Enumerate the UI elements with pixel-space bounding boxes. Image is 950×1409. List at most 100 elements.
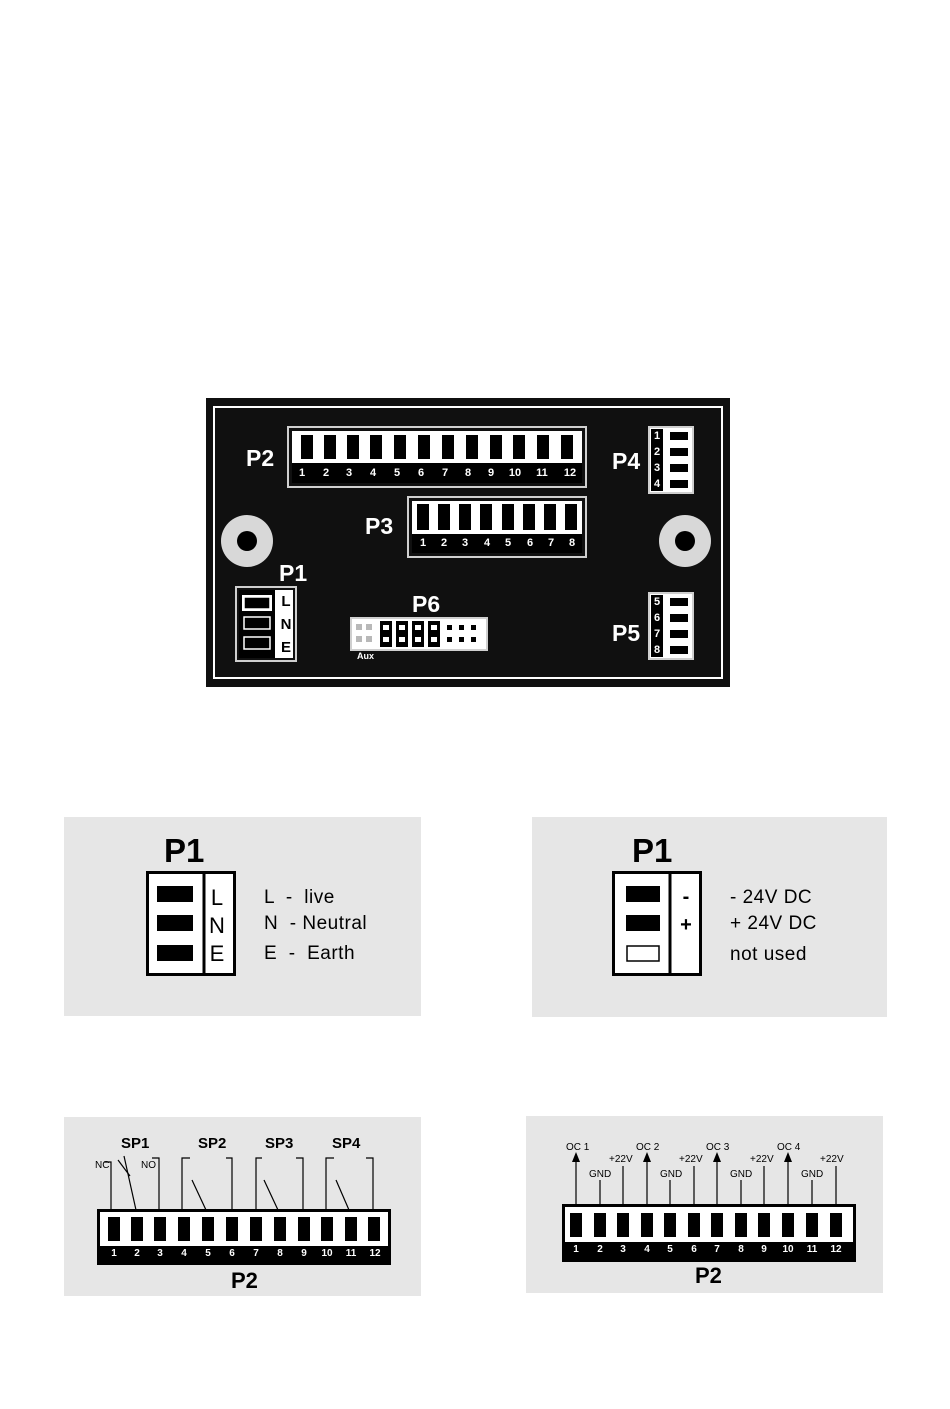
gnd-label: GND xyxy=(801,1169,824,1180)
p6-label: P6 xyxy=(412,591,441,617)
p4-connector xyxy=(648,426,694,494)
pin-number: 5 xyxy=(667,1244,673,1255)
pin-number: 2 xyxy=(653,446,661,458)
pin-number: 11 xyxy=(536,467,548,479)
pin-number: 7 xyxy=(441,467,449,479)
pin-number: 1 xyxy=(111,1248,117,1259)
pin-number: 1 xyxy=(298,467,306,479)
supply-label: +22V xyxy=(609,1154,633,1165)
relay-pin-numbers: 1 2 3 4 5 6 7 8 9 10 11 12 xyxy=(97,1248,391,1262)
dc-legend-plus: + 24V DC xyxy=(730,913,817,934)
pin-number: 9 xyxy=(487,467,495,479)
p3-connector xyxy=(407,496,587,558)
oc-label: OC 1 xyxy=(566,1142,590,1153)
ac-letter: N xyxy=(209,913,225,938)
panel-dc-wiring xyxy=(532,817,887,1017)
relay-p2-connector xyxy=(97,1209,391,1265)
oc-pin-numbers: 1 2 3 4 5 6 7 8 9 10 11 12 xyxy=(562,1244,856,1258)
pin-number: 9 xyxy=(301,1248,307,1259)
oc-p2-connector xyxy=(562,1204,856,1262)
oc-label: OC 2 xyxy=(636,1142,660,1153)
pin-number: 8 xyxy=(568,537,576,549)
pin-number: 11 xyxy=(345,1248,357,1259)
p6-header xyxy=(350,617,488,651)
pin-number: 5 xyxy=(393,467,401,479)
pin-number: 8 xyxy=(464,467,472,479)
gnd-label: GND xyxy=(730,1169,753,1180)
relay-label: SP2 xyxy=(198,1135,227,1152)
mounting-hole-right xyxy=(659,515,711,567)
pin-number: 7 xyxy=(253,1248,259,1259)
pin-number: 4 xyxy=(483,537,491,549)
p2-label: P2 xyxy=(246,445,275,471)
pin-number: 12 xyxy=(563,467,577,479)
relay-p2-title: P2 xyxy=(231,1268,258,1293)
p3-label: P3 xyxy=(365,513,394,539)
ac-letter: L xyxy=(210,885,224,910)
pin-number: 3 xyxy=(620,1244,626,1255)
pin-number: 12 xyxy=(830,1244,842,1255)
pin-number: 12 xyxy=(369,1248,381,1259)
relay-label: SP4 xyxy=(332,1135,361,1152)
relay-label: SP3 xyxy=(265,1135,294,1152)
panel-ac-title: P1 xyxy=(164,832,205,869)
panel-dc-title: P1 xyxy=(632,832,673,869)
p5-pin-numbers: 5 6 7 8 xyxy=(651,594,663,658)
pin-number: 2 xyxy=(440,537,448,549)
pin-number: 4 xyxy=(369,467,377,479)
pin-number: 3 xyxy=(461,537,469,549)
pin-number: 3 xyxy=(345,467,353,479)
panel-relay-wiring xyxy=(64,1117,421,1296)
supply-label: +22V xyxy=(750,1154,774,1165)
p1-letter: E xyxy=(280,639,291,656)
board-outline xyxy=(213,406,723,679)
supply-label: +22V xyxy=(820,1154,844,1165)
pin-number: 4 xyxy=(181,1248,187,1259)
pin-number: 7 xyxy=(714,1244,720,1255)
ac-legend-earth: E - Earth xyxy=(264,943,356,964)
gnd-label: GND xyxy=(589,1169,612,1180)
p5-label: P5 xyxy=(612,620,641,646)
p5-connector xyxy=(648,592,694,660)
pin-number: 6 xyxy=(417,467,425,479)
pin-number: 8 xyxy=(277,1248,283,1259)
ac-letter: E xyxy=(209,941,225,966)
p3-pin-numbers: 1 2 3 4 5 6 7 8 xyxy=(407,537,587,551)
pin-number: 11 xyxy=(806,1244,818,1255)
p4-label: P4 xyxy=(612,448,641,474)
p2-connector xyxy=(287,426,587,488)
ac-legend-live: L - live xyxy=(264,887,335,908)
p1-letter: N xyxy=(280,616,292,633)
pin-number: 6 xyxy=(691,1244,697,1255)
pin-number: 4 xyxy=(653,478,661,490)
pin-number: 2 xyxy=(322,467,330,479)
p1-label: P1 xyxy=(279,560,308,586)
pin-number: 2 xyxy=(597,1244,603,1255)
pin-number: 10 xyxy=(782,1244,794,1255)
panel-dc-connector xyxy=(612,871,702,976)
gnd-label: GND xyxy=(660,1169,683,1180)
pin-number: 9 xyxy=(761,1244,767,1255)
relay-contacts xyxy=(104,1155,374,1211)
p1-letter: L xyxy=(281,593,291,610)
dc-legend-unused: not used xyxy=(730,944,807,965)
p2-pin-numbers: 1 2 3 4 5 6 7 8 9 10 11 12 xyxy=(287,467,587,481)
pin-number: 4 xyxy=(644,1244,650,1255)
p1-letters: L N E xyxy=(277,590,295,659)
pin-number: 6 xyxy=(653,612,661,624)
relay-label: SP1 xyxy=(121,1135,150,1152)
pin-number: 3 xyxy=(653,462,661,474)
pin-number: 8 xyxy=(653,644,661,656)
p4-pin-numbers: 1 2 3 4 xyxy=(651,428,663,492)
pin-number: 8 xyxy=(738,1244,744,1255)
pin-number: 5 xyxy=(653,596,661,608)
panel-ac-letters: L N E xyxy=(206,884,228,968)
pin-number: 1 xyxy=(653,430,661,442)
pin-number: 5 xyxy=(205,1248,211,1259)
pin-number: 1 xyxy=(573,1244,579,1255)
dc-sign-minus: - xyxy=(682,886,690,908)
dc-sign-plus: + xyxy=(680,914,692,936)
pin-number: 1 xyxy=(419,537,427,549)
pin-number: 7 xyxy=(653,628,661,640)
no-label: NO xyxy=(141,1160,156,1171)
